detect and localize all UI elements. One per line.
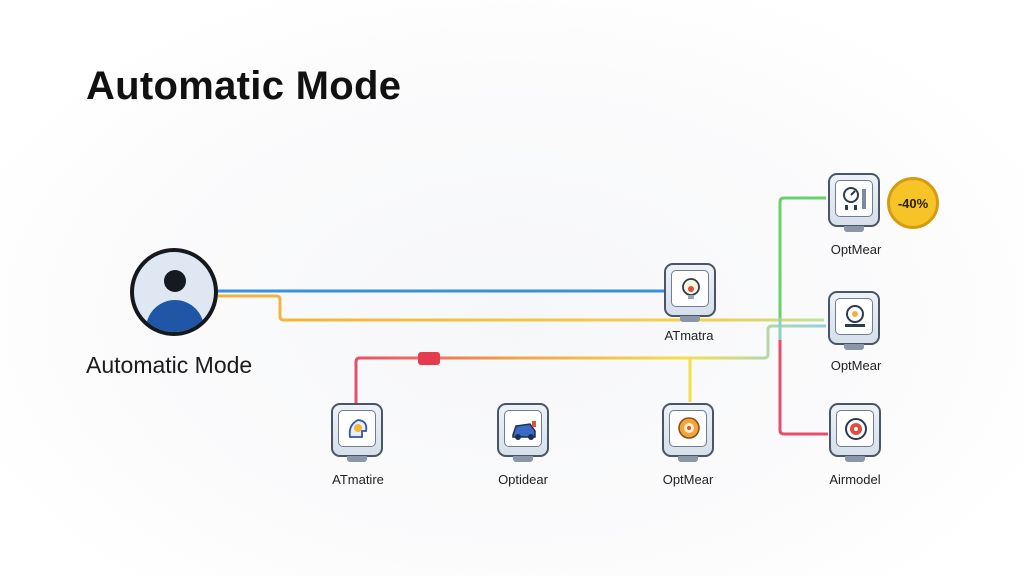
wire-red [354,324,826,404]
node-label-bottom-4: Airmodel [829,472,881,487]
discount-badge: -40% [887,177,939,229]
node-top-right[interactable] [828,173,880,232]
node-label-bottom-1: ATmatire [332,472,384,487]
source-label: Automatic Mode [86,352,253,378]
vehicle-icon [512,421,536,440]
node-bottom-4[interactable] [829,403,881,462]
wire-orange [218,294,824,322]
node-middle-right[interactable] [828,291,880,350]
page-title: Automatic Mode [86,64,402,108]
lightbulb-head-icon [348,419,368,438]
avatar-shoulders [146,300,204,332]
red-connector [418,352,440,365]
node-middle-center[interactable] [664,263,716,322]
gear-bulb-icon [678,417,700,439]
brain-lightbulb-icon [682,278,700,299]
node-bottom-1[interactable] [331,403,383,462]
node-label-top-right: OptMear [830,242,882,257]
wire-red-right [778,340,828,436]
sensor-dial-icon [845,418,867,440]
node-label-bottom-2: Optidear [498,472,548,487]
node-label-bottom-3: OptMear [662,472,714,487]
avatar-head [164,270,186,292]
node-label-middle-center: ATmatra [664,328,714,343]
node-label-middle-right: OptMear [830,358,882,373]
user-avatar-icon [130,248,218,336]
gauge-panel-icon [843,187,866,210]
node-bottom-3[interactable] [662,403,714,462]
node-bottom-2[interactable] [497,403,549,462]
dial-panel-icon [845,305,865,327]
wire-green [778,196,826,318]
